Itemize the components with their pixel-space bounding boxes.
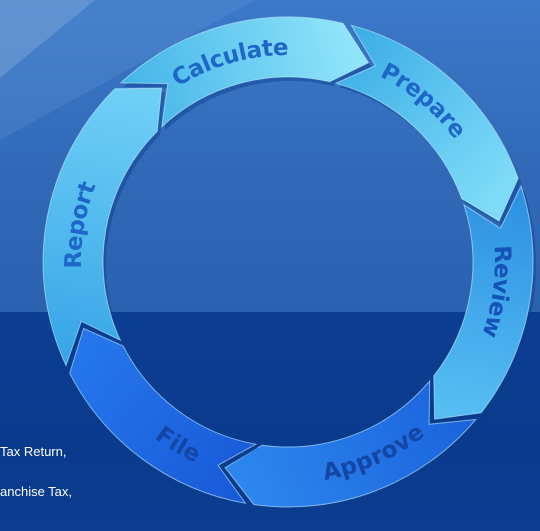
cycle-segments [42, 16, 536, 511]
cycle-segment-review [433, 184, 534, 420]
body-text-line-1: Tax Return, [0, 444, 67, 459]
background-diagonal-band [0, 0, 255, 140]
cycle-segment-prepare [334, 24, 519, 222]
cycle-segment-calculate [119, 16, 370, 129]
body-text-line-2: anchise Tax, [0, 484, 73, 499]
cycle-segment-report [42, 87, 163, 367]
cycle-segment-file [69, 327, 258, 505]
cycle-segment-approve [224, 379, 477, 508]
